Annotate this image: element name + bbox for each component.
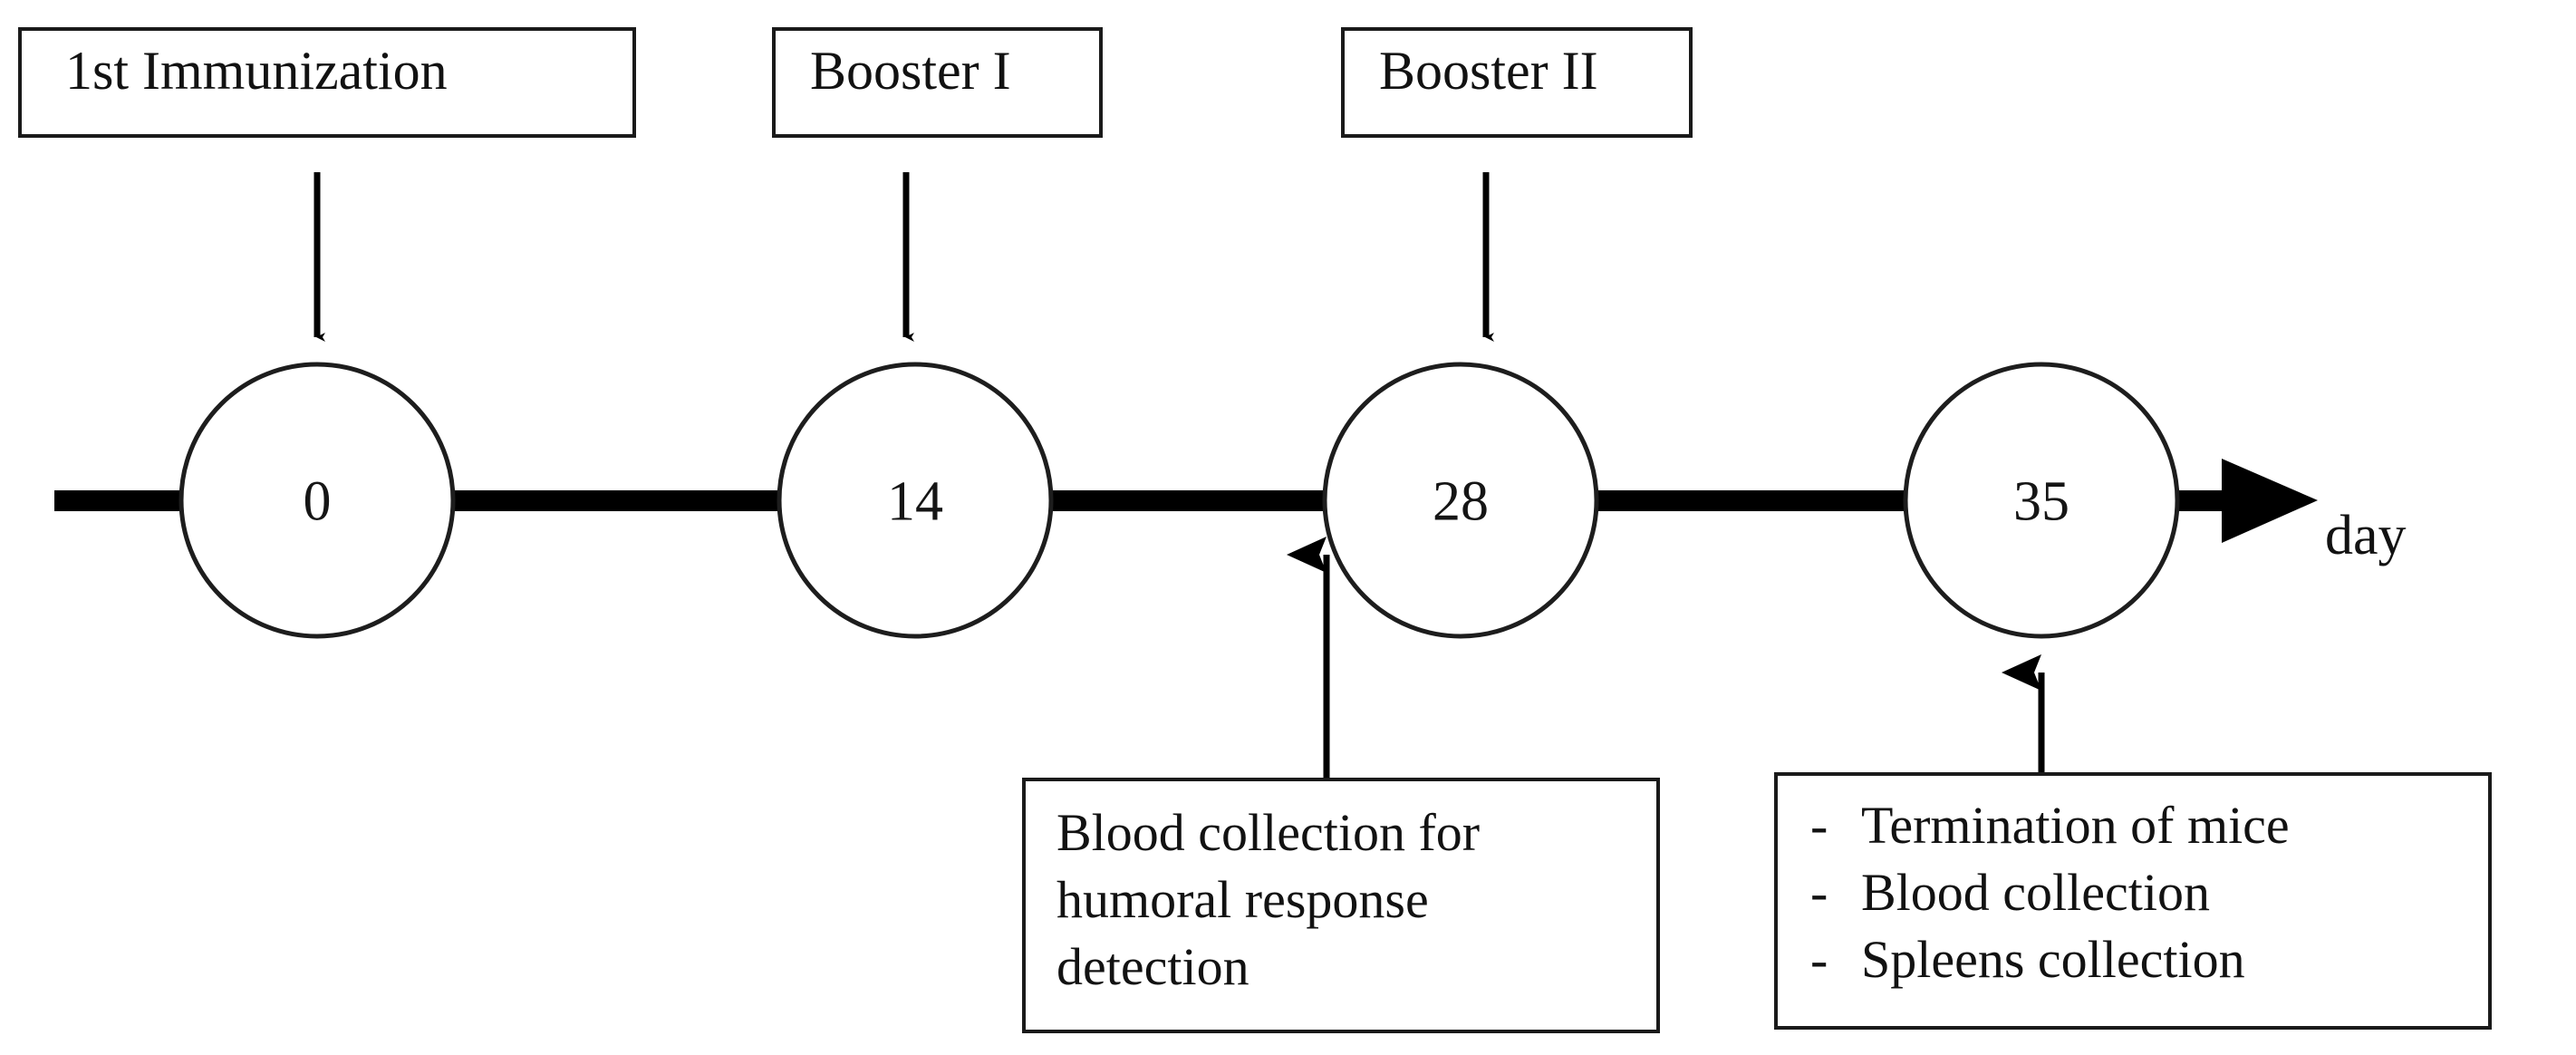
- blood-collection-line-1: Blood collection for: [1056, 803, 1481, 862]
- timeline-axis-line: [54, 490, 2222, 511]
- event-box-immunization[interactable]: 1st Immunization: [18, 27, 636, 138]
- blood-collection-line-2: humoral response: [1056, 870, 1429, 930]
- termination-item-3: Spleens collection: [1861, 930, 2245, 990]
- event-box-blood-collection[interactable]: Blood collection for humoral response de…: [1022, 778, 1660, 1033]
- event-box-immunization-label: 1st Immunization: [65, 41, 448, 101]
- list-item: - Blood collection: [1778, 859, 2210, 926]
- timepoint-circle-0[interactable]: [178, 362, 456, 639]
- timepoint-circle-28[interactable]: [1322, 362, 1599, 639]
- axis-unit-label: day: [2325, 505, 2407, 566]
- timepoint-circle-14[interactable]: [777, 362, 1054, 639]
- timeline-axis: [54, 459, 2318, 543]
- bottom-connector-arrows: [1287, 537, 2045, 778]
- timepoint-circle-35[interactable]: [1903, 362, 2180, 639]
- event-box-termination[interactable]: - Termination of mice - Blood collection…: [1774, 772, 2492, 1030]
- bullet-dash-icon: -: [1810, 863, 1828, 923]
- top-connector-arrows: [314, 172, 1494, 342]
- event-box-booster-2-label: Booster II: [1379, 41, 1598, 101]
- timepoint-circles: [178, 362, 2180, 639]
- event-box-booster-2[interactable]: Booster II: [1341, 27, 1693, 138]
- event-box-booster-1-label: Booster I: [810, 41, 1011, 101]
- bullet-dash-icon: -: [1810, 930, 1828, 990]
- event-box-booster-1[interactable]: Booster I: [772, 27, 1103, 138]
- blood-collection-line-3: detection: [1056, 937, 1249, 997]
- termination-item-2: Blood collection: [1861, 863, 2210, 923]
- list-item: - Termination of mice: [1778, 792, 2290, 859]
- termination-item-1: Termination of mice: [1861, 796, 2290, 855]
- timeline-arrowhead-icon: [2222, 459, 2318, 543]
- list-item: - Spleens collection: [1778, 926, 2245, 993]
- bullet-dash-icon: -: [1810, 796, 1828, 855]
